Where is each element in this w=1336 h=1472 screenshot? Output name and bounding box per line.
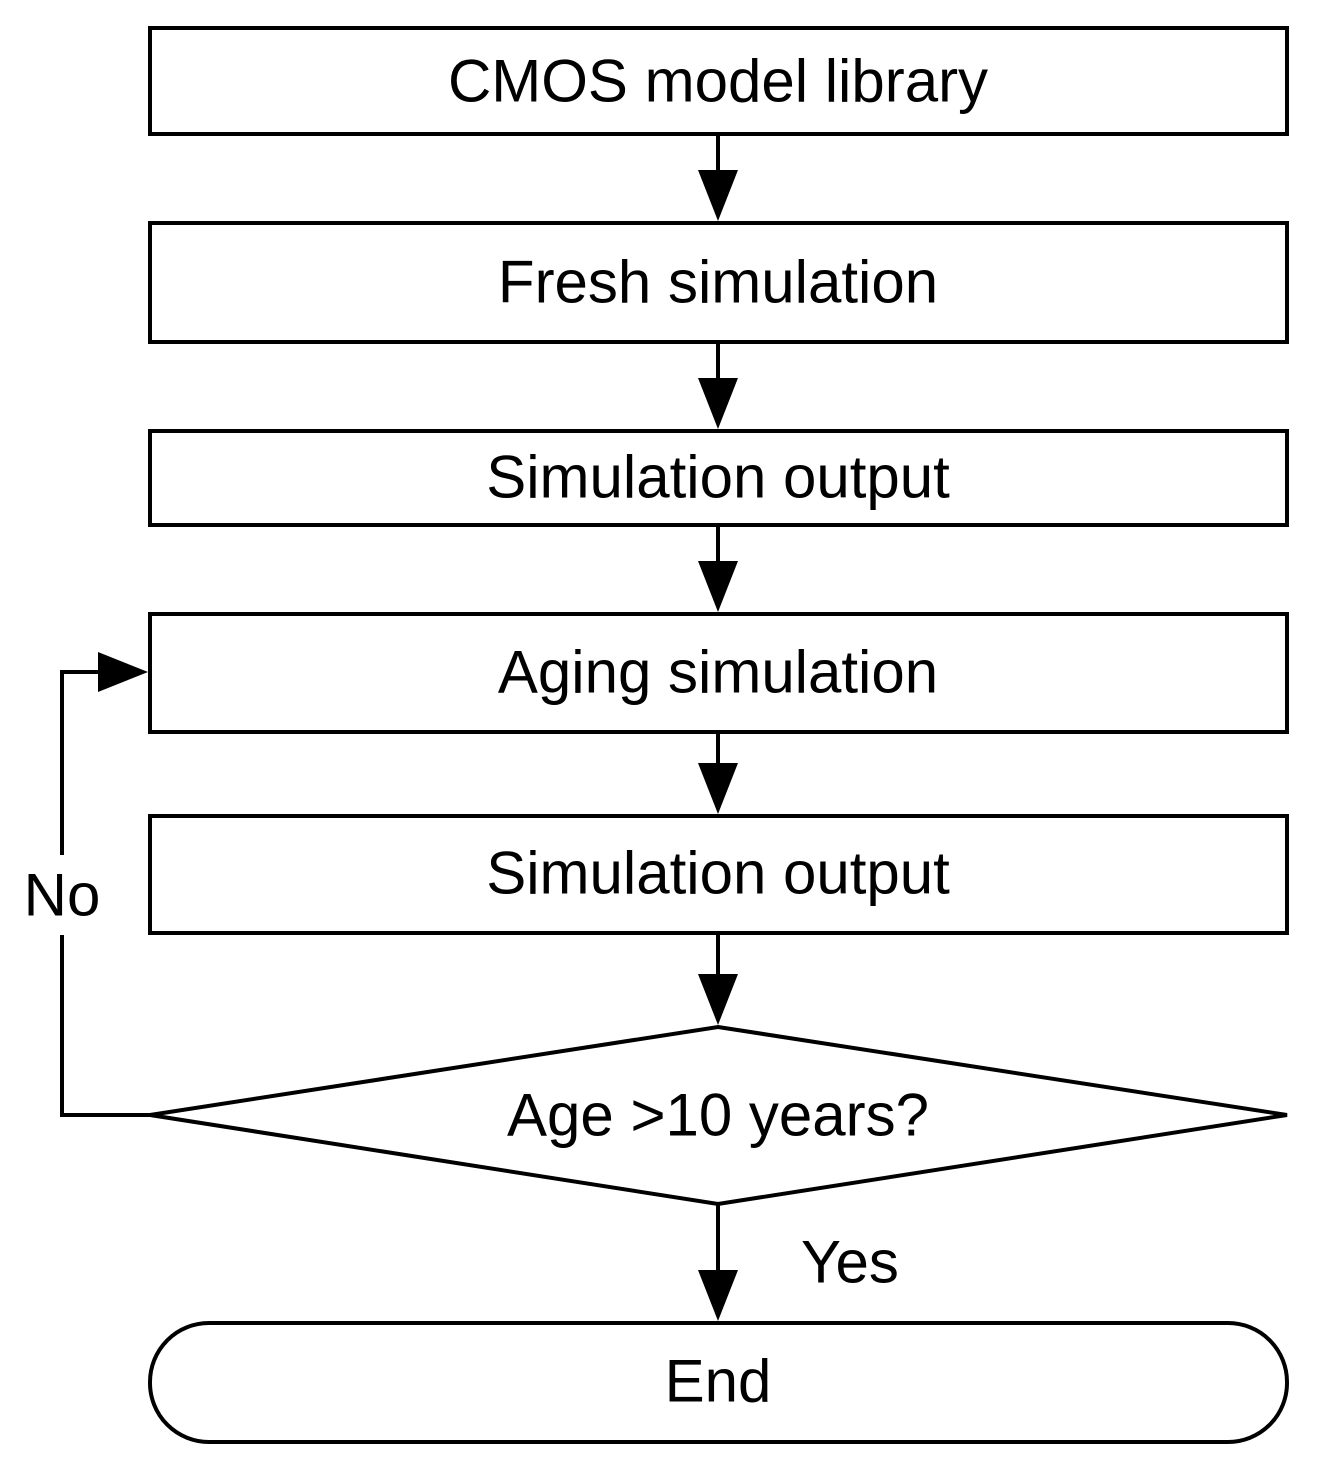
arrowhead-down-icon: [698, 561, 738, 612]
arrow-decision-no-loop: [60, 652, 150, 1117]
node-fresh-simulation: Fresh simulation: [148, 221, 1289, 344]
arrow-aging-to-output: [698, 732, 738, 814]
process-box: [148, 221, 1289, 344]
node-label: Simulation output: [486, 840, 950, 907]
arrowhead-right-icon: [98, 652, 148, 692]
arrow-output-to-aging: [698, 525, 738, 612]
process-box: [148, 26, 1289, 136]
edge-label-no: No: [24, 862, 101, 929]
terminator-shape: [148, 1321, 1289, 1444]
node-end: End: [148, 1321, 1289, 1444]
arrow-decision-yes-to-end: [698, 1204, 738, 1321]
node-label: End: [665, 1348, 772, 1415]
node-label: Fresh simulation: [498, 249, 938, 316]
arrowhead-down-icon: [698, 170, 738, 221]
node-label: CMOS model library: [448, 48, 988, 115]
process-box: [148, 612, 1289, 734]
arrowhead-down-icon: [698, 974, 738, 1025]
arrow-output-to-decision: [698, 933, 738, 1025]
arrow-fresh-to-output: [698, 342, 738, 429]
node-aging-simulation: Aging simulation: [148, 612, 1289, 734]
arrowhead-down-icon: [698, 378, 738, 429]
node-simulation-output-1: Simulation output: [148, 429, 1289, 527]
connector-line: [60, 935, 150, 1117]
edge-label-yes: Yes: [801, 1229, 899, 1296]
node-cmos-model-library: CMOS model library: [148, 26, 1289, 136]
node-label: Age >10 years?: [507, 1082, 929, 1149]
arrowhead-down-icon: [698, 763, 738, 814]
connector-line: [60, 670, 100, 855]
node-label: Aging simulation: [498, 639, 938, 706]
node-label: Simulation output: [486, 444, 950, 511]
arrow-library-to-fresh: [698, 134, 738, 221]
arrowhead-down-icon: [698, 1270, 738, 1321]
node-simulation-output-2: Simulation output: [148, 814, 1289, 935]
node-decision-age: Age >10 years?: [149, 1024, 1288, 1207]
